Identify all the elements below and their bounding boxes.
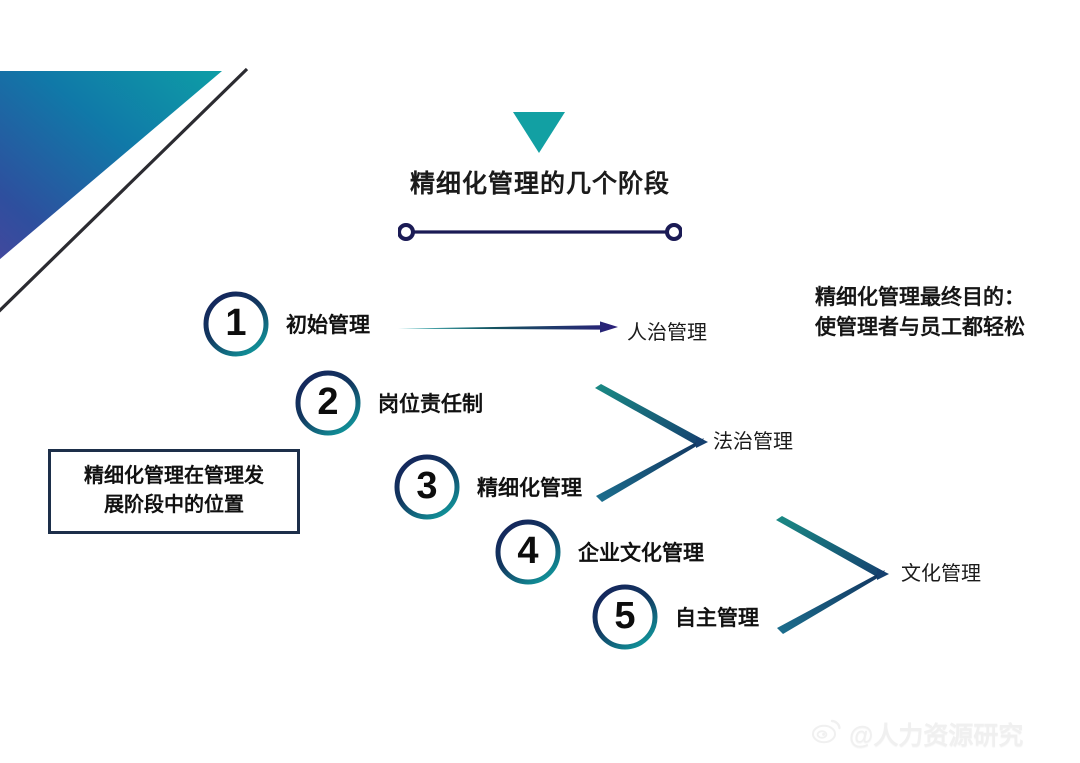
outcome-label-3: 文化管理	[901, 563, 981, 585]
purpose-line-2: 使管理者与员工都轻松	[815, 315, 1025, 339]
outcome-label-1: 人治管理	[627, 322, 707, 344]
corner-decoration	[0, 0, 300, 340]
step-circle-2: 2	[294, 369, 362, 437]
step-item-5[interactable]: 5 自主管理	[591, 583, 759, 651]
step-number-5: 5	[614, 595, 636, 637]
header-triangle-icon	[513, 112, 565, 153]
step-item-1[interactable]: 1 初始管理	[202, 290, 370, 358]
step-item-4[interactable]: 4 企业文化管理	[494, 518, 704, 586]
step-label-3: 精细化管理	[477, 477, 582, 500]
step-number-2: 2	[317, 381, 339, 423]
weibo-icon	[812, 718, 842, 751]
step-label-2: 岗位责任制	[378, 393, 483, 416]
step-label-1: 初始管理	[286, 314, 370, 337]
page-title: 精细化管理的几个阶段	[409, 170, 670, 198]
watermark-handle: @人力资源研究	[849, 722, 1024, 750]
step-circle-1: 1	[202, 290, 270, 358]
step-circle-5: 5	[591, 583, 659, 651]
position-caption-box: 精细化管理在管理发 展阶段中的位置	[48, 449, 300, 534]
step-number-1: 1	[225, 302, 247, 344]
title-divider	[397, 222, 683, 242]
step-label-4: 企业文化管理	[578, 542, 704, 565]
step-item-3[interactable]: 3 精细化管理	[393, 453, 582, 521]
chevron-to-outcome-2	[592, 382, 716, 513]
arrow-to-outcome-1	[394, 316, 626, 343]
purpose-line-1: 精细化管理最终目的：	[815, 286, 1025, 309]
step-circle-3: 3	[393, 453, 461, 521]
watermark: @人力资源研究	[812, 716, 1023, 752]
step-label-5: 自主管理	[675, 607, 759, 630]
final-purpose-text: 精细化管理最终目的： 使管理者与员工都轻松	[790, 283, 1050, 343]
outcome-label-2: 法治管理	[713, 431, 793, 453]
step-circle-4: 4	[494, 518, 562, 586]
step-item-2[interactable]: 2 岗位责任制	[294, 369, 483, 437]
step-number-3: 3	[416, 465, 438, 507]
caption-line-2: 展阶段中的位置	[104, 494, 244, 516]
step-number-4: 4	[517, 530, 539, 572]
chevron-to-outcome-3	[773, 514, 897, 645]
caption-line-1: 精细化管理在管理发	[84, 465, 264, 487]
